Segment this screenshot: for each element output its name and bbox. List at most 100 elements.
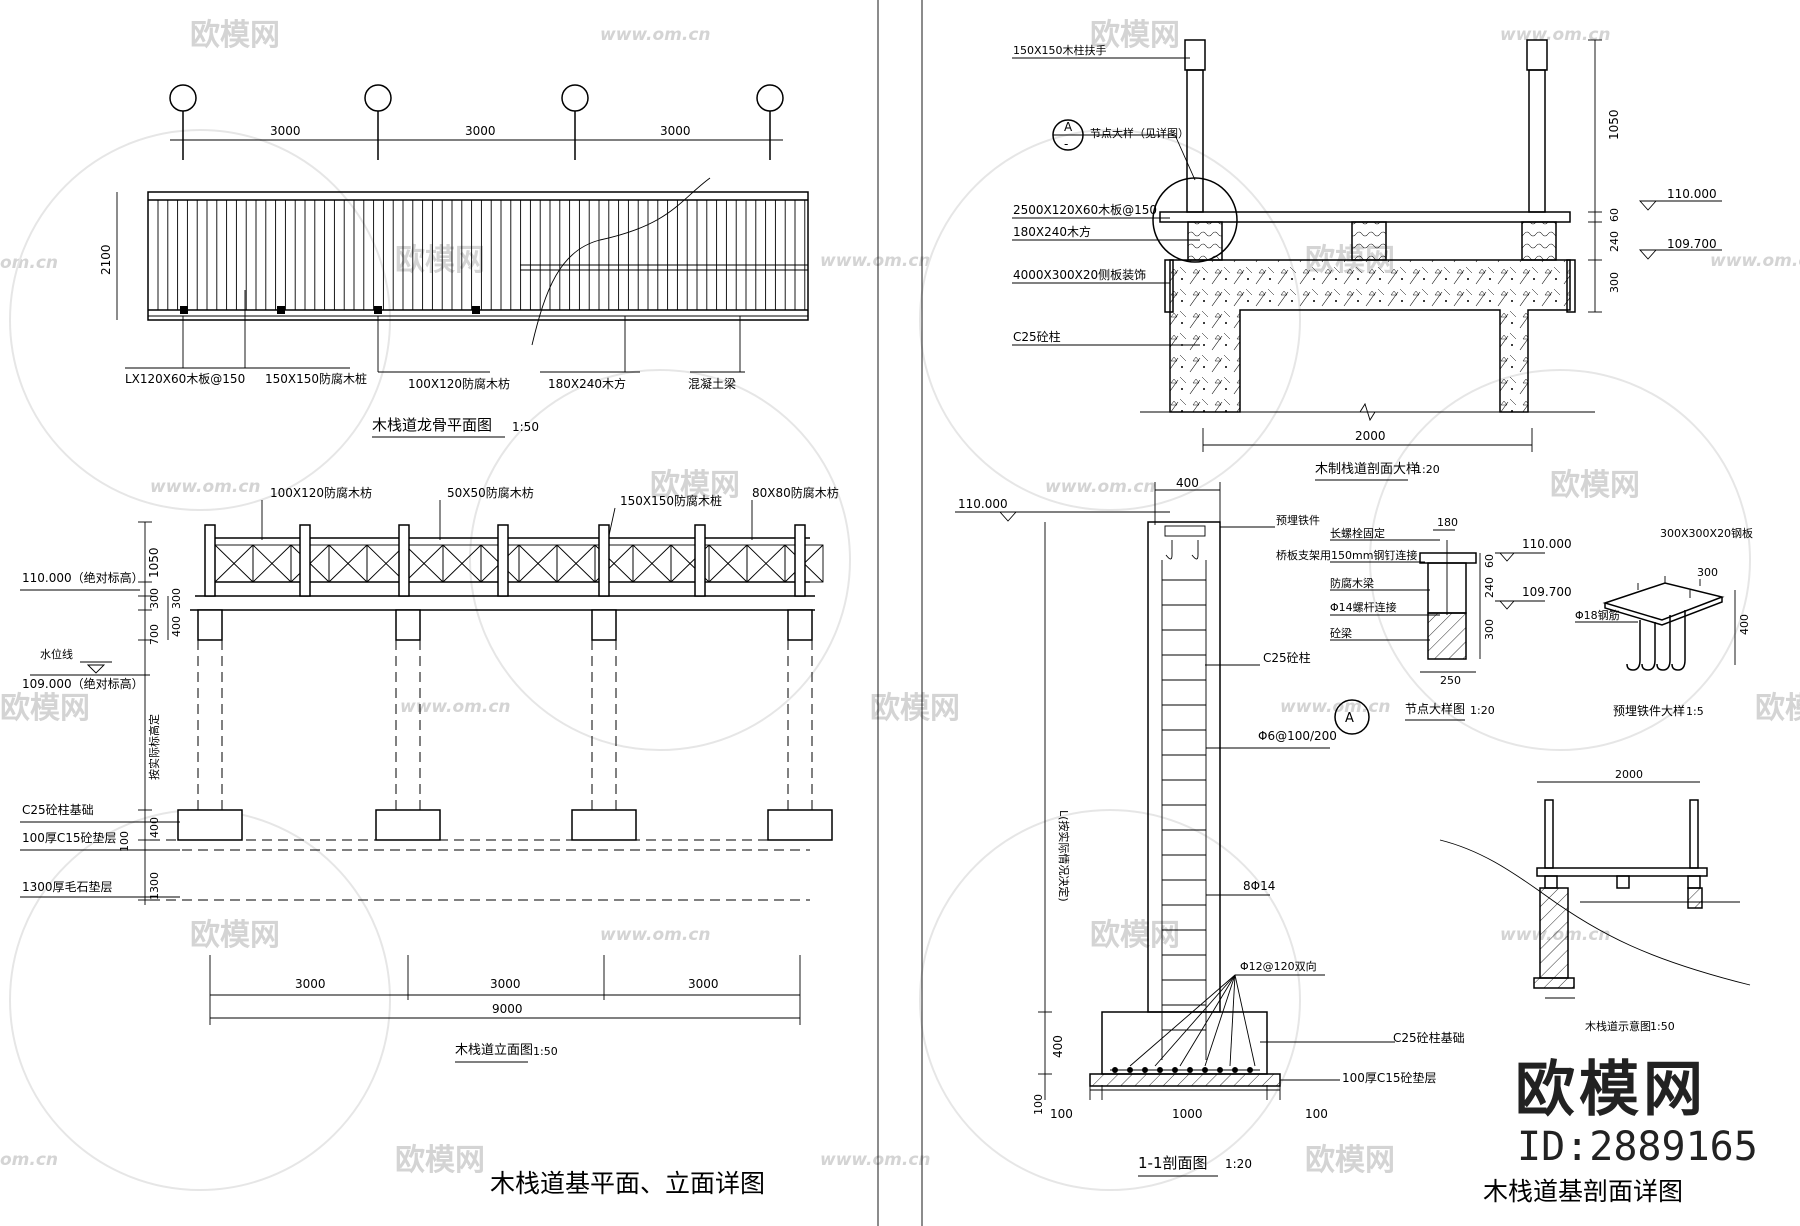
watermark-url: www.om.cn xyxy=(1500,25,1611,45)
watermark-logo: 欧模网 xyxy=(870,691,960,726)
section-width-dim: 2000 xyxy=(1355,429,1386,443)
elev-vdim-1050: 1050 xyxy=(147,547,161,578)
elev-water-line: 水位线 xyxy=(40,647,73,661)
sketch-title: 木栈道示意图 xyxy=(1585,1019,1651,1033)
node-label-3: 防腐木梁 xyxy=(1330,576,1374,590)
elev-vdim-300b: 300 xyxy=(170,588,183,609)
embedded-plate-detail: 300X300X20钢板 300 400 Φ18钢筋 预埋铁件大样 1:5 xyxy=(1575,526,1753,718)
watermark-logo: 欧模网 xyxy=(1755,691,1800,726)
watermark-short-url: om.cn xyxy=(0,1150,58,1170)
section-marker-dash: - xyxy=(1064,137,1068,151)
boardwalk-section-detail: A - 150X150木柱扶手 节点大样（见详图） 2500X120X60木板@… xyxy=(1012,39,1722,481)
watermark-logo: 欧模网 xyxy=(395,243,485,278)
elev-vdim-1300: 1300 xyxy=(148,872,161,900)
node-dim-60: 60 xyxy=(1483,554,1496,568)
node-level-2: 109.700 xyxy=(1522,585,1572,599)
railing-brace xyxy=(708,544,748,583)
pier-footing xyxy=(177,809,243,841)
section-label-6: C25砼柱 xyxy=(1013,329,1061,344)
watermark-logo: 欧模网 xyxy=(1305,1143,1395,1178)
watermark-url: www.om.cn xyxy=(400,697,511,717)
embed-dim-300: 300 xyxy=(1697,566,1718,579)
section-title: 木制栈道剖面大样 xyxy=(1315,462,1419,477)
column-label-1: 预埋铁件 xyxy=(1276,514,1320,527)
embed-label-1: 300X300X20钢板 xyxy=(1660,526,1753,540)
column-bottom-dim-3: 100 xyxy=(1305,1107,1328,1121)
section-level-1: 110.000 xyxy=(1667,187,1717,201)
column-label-6: C25砼柱基础 xyxy=(1393,1030,1465,1045)
right-sheet-title: 木栈道基剖面详图 xyxy=(1483,1177,1683,1206)
elevation-scale: 1:50 xyxy=(533,1045,558,1058)
column-foot-dim-400: 400 xyxy=(1051,1035,1065,1058)
watermark-url: www.om.cn xyxy=(820,1150,931,1170)
elev-left-label-3: 1300厚毛石垫层 xyxy=(22,879,113,894)
plan-label-4: 180X240木方 xyxy=(548,376,626,391)
watermark-short-url: om.cn xyxy=(0,253,58,273)
column-label-2: C25砼柱 xyxy=(1263,650,1311,665)
railing-brace xyxy=(442,544,482,583)
elev-vdim-400b: 400 xyxy=(148,817,161,838)
watermark-url: www.om.cn xyxy=(600,925,711,945)
node-level-1: 110.000 xyxy=(1522,537,1572,551)
section-vdim-1050: 1050 xyxy=(1607,109,1621,140)
railing-brace xyxy=(746,544,786,583)
railing-brace xyxy=(328,544,368,583)
railing-brace xyxy=(214,544,254,583)
railing-brace xyxy=(632,544,672,583)
elev-vdim-100: 100 xyxy=(118,831,131,852)
column-label-4: 8Φ14 xyxy=(1243,879,1275,893)
watermark-layer: 欧模网 www.om.cn 欧模网 www.om.cn om.cn 欧模网 ww… xyxy=(0,18,1800,1191)
pier-column xyxy=(197,609,223,641)
left-sheet-title: 木栈道基平面、立面详图 xyxy=(490,1169,765,1198)
elev-top-label-3: 150X150防腐木桩 xyxy=(620,493,722,508)
column-marker-a: A xyxy=(1345,711,1354,726)
railing-post xyxy=(299,524,311,597)
plan-label-5: 混凝土梁 xyxy=(688,376,736,391)
elevation-title: 木栈道立面图 xyxy=(455,1043,533,1058)
node-detail: 180 250 60 240 300 长螺栓固定 桥板支架用150mm钢钉连接 … xyxy=(1276,516,1572,721)
column-label-3: Φ6@100/200 xyxy=(1258,729,1337,743)
elev-bottom-dim-2: 3000 xyxy=(490,977,521,991)
plan-height-dim: 2100 xyxy=(99,244,113,275)
sketch-scale: 1:50 xyxy=(1650,1020,1675,1033)
plan-scale: 1:50 xyxy=(512,420,539,434)
pier-footing xyxy=(571,809,637,841)
watermark-url: www.om.cn xyxy=(1045,477,1156,497)
column-vert-text: L(按实际情况决定) xyxy=(1057,810,1071,902)
section-label-3: 2500X120X60木板@150 xyxy=(1013,203,1157,217)
watermark-url: www.om.cn xyxy=(1710,251,1800,271)
pier-footing xyxy=(767,809,833,841)
pier-footing xyxy=(375,809,441,841)
railing-post xyxy=(497,524,509,597)
elev-left-label-1: C25砼柱基础 xyxy=(22,802,94,817)
plan-dim-2: 3000 xyxy=(465,124,496,138)
keel-plan-view: 3000 3000 3000 2100 LX120X60木板@150 150X1… xyxy=(99,84,809,438)
watermark-logo: 欧模网 xyxy=(395,1143,485,1178)
railing-brace xyxy=(404,544,444,583)
railing-brace xyxy=(252,544,292,583)
column-section-1-1: 400 110.000 预埋铁件 C25砼柱 xyxy=(955,476,1465,1177)
elev-top-label-1: 100X120防腐木枋 xyxy=(270,485,372,500)
node-dim-300: 300 xyxy=(1483,619,1496,640)
section-level-2: 109.700 xyxy=(1667,237,1717,251)
column-title: 1-1剖面图 xyxy=(1138,1154,1208,1172)
elev-vdim-400: 400 xyxy=(170,616,183,637)
column-label-5: Φ12@120双向 xyxy=(1240,959,1317,973)
watermark-logo: 欧模网 xyxy=(1090,18,1180,53)
node-label-1: 长螺栓固定 xyxy=(1330,526,1385,540)
pier-column xyxy=(591,609,617,641)
elev-vdim-300a: 300 xyxy=(148,588,161,609)
column-level: 110.000 xyxy=(958,497,1008,511)
railing-brace xyxy=(556,544,596,583)
node-label-2: 桥板支架用150mm钢钉连接 xyxy=(1276,548,1417,562)
brand-logo-text: 欧模网 xyxy=(1515,1055,1707,1125)
railing-post xyxy=(204,524,216,597)
node-dim-240: 240 xyxy=(1483,577,1496,598)
watermark-url: www.om.cn xyxy=(820,251,931,271)
elev-vdim-text: 按实际标高定 xyxy=(147,714,161,780)
embed-title: 预埋铁件大样 xyxy=(1613,703,1685,718)
plan-label-2: 150X150防腐木桩 xyxy=(265,371,367,386)
column-scale: 1:20 xyxy=(1225,1157,1252,1171)
elev-bottom-dim-3: 3000 xyxy=(688,977,719,991)
